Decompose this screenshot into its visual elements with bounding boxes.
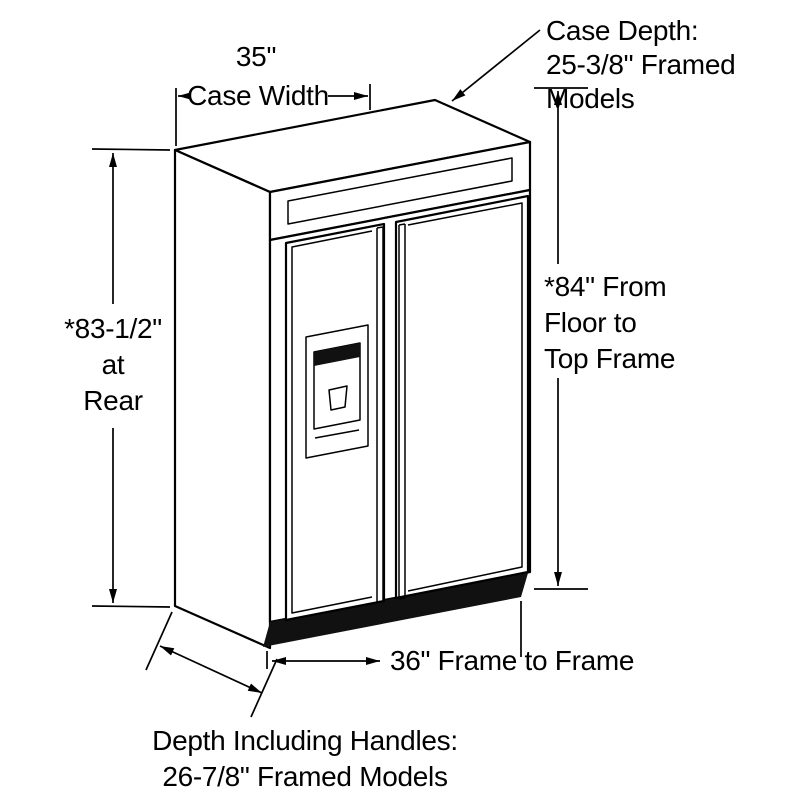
- depth-dimension-line: [159, 645, 263, 694]
- dispenser-outer-panel: [305, 324, 369, 459]
- height-rear-tick-bottom: [91, 605, 171, 608]
- height-rear-label-line2: at: [102, 349, 125, 380]
- case-depth-label-line2: 25-3/8" Framed: [546, 49, 735, 80]
- dim-case-width: 35" Case Width: [175, 41, 371, 146]
- toe-kick: [263, 573, 528, 647]
- case-width-label: Case Width: [187, 80, 329, 111]
- dispenser-chute: [314, 343, 360, 366]
- case-width-label-mask: [190, 82, 328, 110]
- fridge-side-panel: [173, 148, 272, 650]
- depth-handles-label-line1: Depth Including Handles:: [152, 725, 458, 756]
- leader-case-depth: Case Depth: 25-3/8" Framed Models: [451, 15, 736, 114]
- dim-height-rear: *83-1/2" at Rear: [64, 148, 171, 608]
- height-front-label-line1: *84" From: [544, 271, 666, 302]
- right-door-inner-frame: [407, 202, 523, 592]
- left-door-inner-frame: [291, 230, 373, 614]
- height-front-label-line2: Floor to: [544, 307, 637, 338]
- case-depth-label-line1: Case Depth:: [546, 15, 698, 46]
- dim-depth-handles: Depth Including Handles: 26-7/8" Framed …: [145, 611, 458, 792]
- case-width-value-label: 35": [236, 41, 276, 72]
- height-rear-tick-top: [91, 148, 171, 151]
- dispenser-recess: [313, 342, 361, 430]
- frame-to-frame-label: 36" Frame to Frame: [390, 645, 634, 676]
- depth-handles-label-line2: 26-7/8" Framed Models: [162, 761, 447, 792]
- crown-inset-panel: [287, 157, 513, 225]
- refrigerator-drawing: [173, 98, 532, 650]
- left-door-handle: [376, 226, 384, 603]
- depth-extension-front: [250, 658, 278, 718]
- dispenser-cup: [328, 385, 348, 411]
- depth-extension-rear: [145, 611, 173, 671]
- right-door: [394, 194, 530, 600]
- height-rear-label-line1: *83-1/2": [64, 313, 162, 344]
- height-rear-label-line3: Rear: [83, 385, 143, 416]
- dim-frame-to-frame: 36" Frame to Frame: [266, 601, 634, 676]
- left-door: [284, 222, 386, 622]
- right-door-handle: [398, 223, 406, 600]
- height-front-label-line3: Top Frame: [544, 343, 675, 374]
- dispenser-tray-line: [314, 429, 360, 439]
- case-depth-leader-line: [451, 29, 541, 102]
- dispenser: [305, 324, 369, 459]
- dim-height-front: *84" From Floor to Top Frame: [534, 87, 675, 590]
